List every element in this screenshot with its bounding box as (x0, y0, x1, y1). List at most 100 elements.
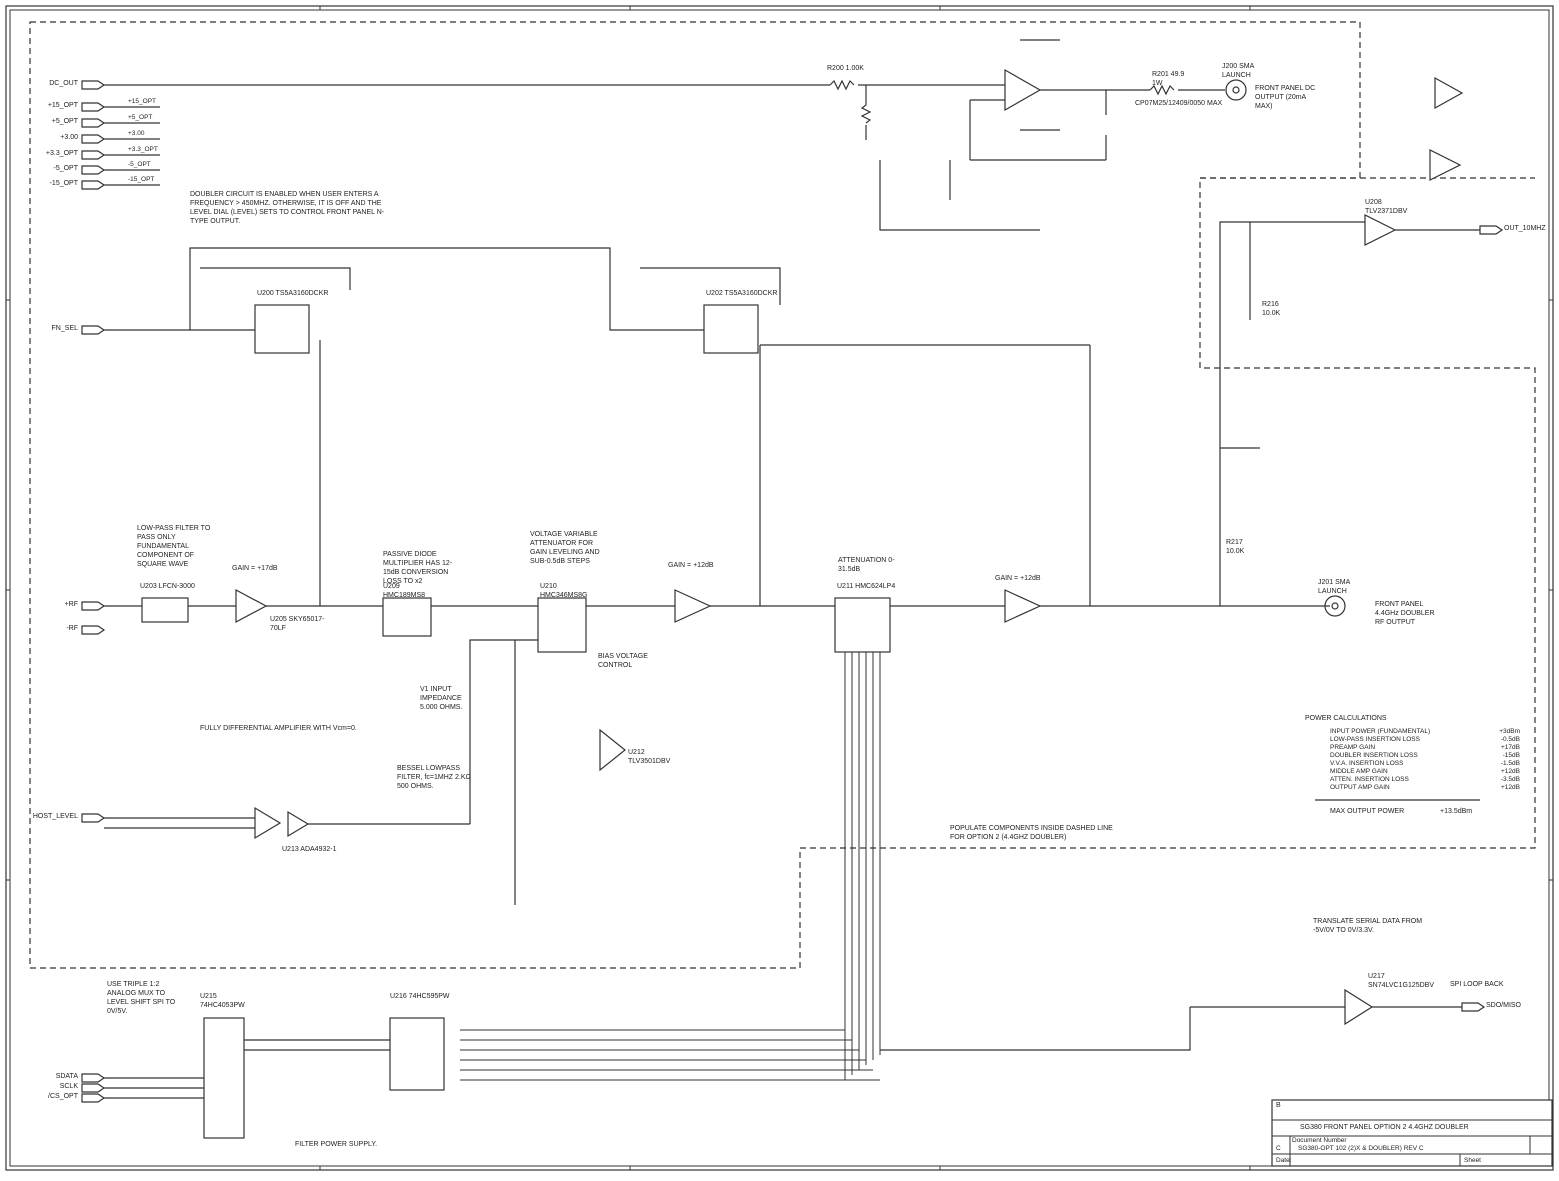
switch-u200 (254, 304, 310, 354)
power-calc-value: +17dB (1501, 744, 1520, 751)
power-calc-value: -0.5dB (1500, 736, 1520, 743)
power-calc-row: V.V.A. INSERTION LOSS-1.5dB (1330, 760, 1520, 768)
port-label: +3.00 (60, 134, 78, 141)
op-amp-u200 (1004, 68, 1042, 112)
spi-loop-note: SPI LOOP BACK (1450, 981, 1504, 988)
port-symbol (81, 1083, 106, 1093)
port-symbol (81, 134, 106, 144)
rail-label: +3.3_OPT (128, 146, 158, 153)
rail-label: +3.00 (128, 130, 145, 137)
label-r201: R201 49.9 1W (1152, 71, 1185, 87)
port-symbol (81, 118, 106, 128)
bias-note: BIAS VOLTAGE CONTROL (598, 653, 648, 669)
option-dashed-outline (29, 21, 1536, 969)
port-label-right: OUT_10MHZ (1504, 225, 1546, 232)
gain-u212-label: GAIN = +12dB (995, 575, 1041, 582)
label-j200: J200 SMA LAUNCH (1222, 63, 1254, 79)
port-label-right: SDO/MISO (1486, 1002, 1522, 1009)
fda-u213-b (287, 810, 310, 838)
port-symbol (81, 150, 106, 160)
bessel-note: BESSEL LOWPASS FILTER, fc=1MHZ 2.KΩ 500 … (397, 765, 471, 790)
port-symbol (81, 165, 106, 175)
power-max-value: +13.5dBm (1440, 808, 1473, 815)
power-calc-value: -15dB (1502, 752, 1520, 759)
rail-label: +5_OPT (128, 114, 153, 121)
title-doc-label: Document Number (1292, 1137, 1347, 1144)
port-label: SDATA (55, 1073, 78, 1080)
atten-label: ATTENUATION 0-31.5dB (838, 557, 895, 573)
power-calc-value: +12dB (1501, 784, 1520, 791)
lpf-note: LOW-PASS FILTER TO PASS ONLY FUNDAMENTAL… (137, 525, 211, 568)
label-u203: U203 LFCN-3000 (140, 583, 195, 590)
label-u210: U210 HMC346MS8G (540, 583, 588, 599)
label-u205: U205 SKY65017-70LF (270, 616, 325, 632)
multiplier-u209 (382, 597, 432, 637)
port-symbol (81, 325, 106, 335)
port-label: +RF (64, 601, 78, 608)
label-u209: U209 HMC189MS8 (383, 583, 426, 599)
power-calc-row: MIDDLE AMP GAIN+12dB (1330, 768, 1520, 776)
title-block (1271, 1099, 1553, 1167)
left-ports (81, 80, 1504, 1103)
connector-j201 (1324, 595, 1346, 617)
power-calc-item: PREAMP GAIN (1330, 744, 1376, 751)
label-u217: U217 SN74LVC1G125DBV (1368, 973, 1435, 989)
port-label: -RF (66, 625, 78, 632)
label-u202: U202 TS5A3160DCKR (706, 290, 778, 297)
power-calc-row: OUTPUT AMP GAIN+12dB (1330, 784, 1520, 792)
title-date: Date: (1276, 1157, 1292, 1164)
label-u208: U208 TLV2371DBV (1365, 199, 1408, 215)
label-u212: U212 TLV3501DBV (628, 749, 671, 765)
label-u213: U213 ADA4932-1 (282, 846, 337, 853)
rail-label: -15_OPT (128, 176, 155, 183)
power-calc-row: DOUBLER INSERTION LOSS -15dB (1330, 752, 1520, 760)
fda-note: FULLY DIFFERENTIAL AMPLIFIER WITH Vcm=0. (200, 725, 357, 732)
power-calc-row: INPUT POWER (FUNDAMENTAL)+3dBm (1330, 728, 1520, 736)
fda-u213 (254, 806, 282, 840)
port-symbol (81, 625, 106, 635)
dc-out-note: FRONT PANEL DC OUTPUT (20mA MAX) (1255, 85, 1316, 110)
port-symbol (81, 180, 106, 190)
doubler-note: DOUBLER CIRCUIT IS ENABLED WHEN USER ENT… (190, 191, 385, 225)
port-symbol-right (1461, 1002, 1486, 1012)
mux-u215 (203, 1017, 245, 1139)
label-u216: U216 74HC595PW (390, 993, 450, 1000)
zone-ticks (6, 6, 1553, 1170)
amp-u212 (1004, 589, 1042, 623)
label-r217: R217 10.0K (1226, 539, 1245, 555)
right-10mhz-section (1219, 76, 1480, 606)
title-rev: C (1276, 1145, 1281, 1152)
attenuator-u211 (834, 597, 891, 653)
title-doc-number: SG380-OPT 102 (2)X & DOUBLER) REV C (1298, 1145, 1424, 1152)
port-symbol (81, 601, 106, 611)
power-calc-value: +3dBm (1499, 728, 1520, 735)
power-calc-value: -3.5dB (1500, 776, 1520, 783)
spi-note: USE TRIPLE 1:2 ANALOG MUX TO LEVEL SHIFT… (107, 981, 176, 1015)
port-symbol (81, 1093, 106, 1103)
power-calc-item: DOUBLER INSERTION LOSS (1330, 752, 1418, 759)
port-label: -5_OPT (53, 165, 78, 172)
connector-j200 (1225, 79, 1247, 101)
title-size: B (1276, 1102, 1281, 1109)
lowpass-filter-u203 (141, 597, 189, 623)
port-label: FN_SEL (51, 325, 78, 332)
vva-note: VOLTAGE VARIABLE ATTENUATOR FOR GAIN LEV… (530, 531, 600, 565)
port-label: /CS_OPT (48, 1093, 78, 1100)
label-u215: U215 74HC4053PW (200, 993, 245, 1009)
shift-register-u216 (389, 1017, 445, 1091)
title-text: SG380 FRONT PANEL OPTION 2 4.4GHZ DOUBLE… (1300, 1124, 1469, 1131)
port-label: +3.3_OPT (45, 150, 78, 157)
inner-border (9, 9, 1550, 1167)
sheet-border (5, 5, 1554, 1171)
buffer-u217 (1344, 988, 1374, 1026)
amp-u205 (235, 589, 268, 623)
comparator-u212 (599, 728, 626, 772)
gain-u205-label: GAIN = +17dB (232, 565, 278, 572)
power-calc-row: LOW-PASS INSERTION LOSS-0.5dB (1330, 736, 1520, 744)
power-calc-row: PREAMP GAIN +17dB (1330, 744, 1520, 752)
filter-ps-note: FILTER POWER SUPPLY. (295, 1141, 378, 1148)
label-r200: R200 1.00K (827, 65, 864, 72)
